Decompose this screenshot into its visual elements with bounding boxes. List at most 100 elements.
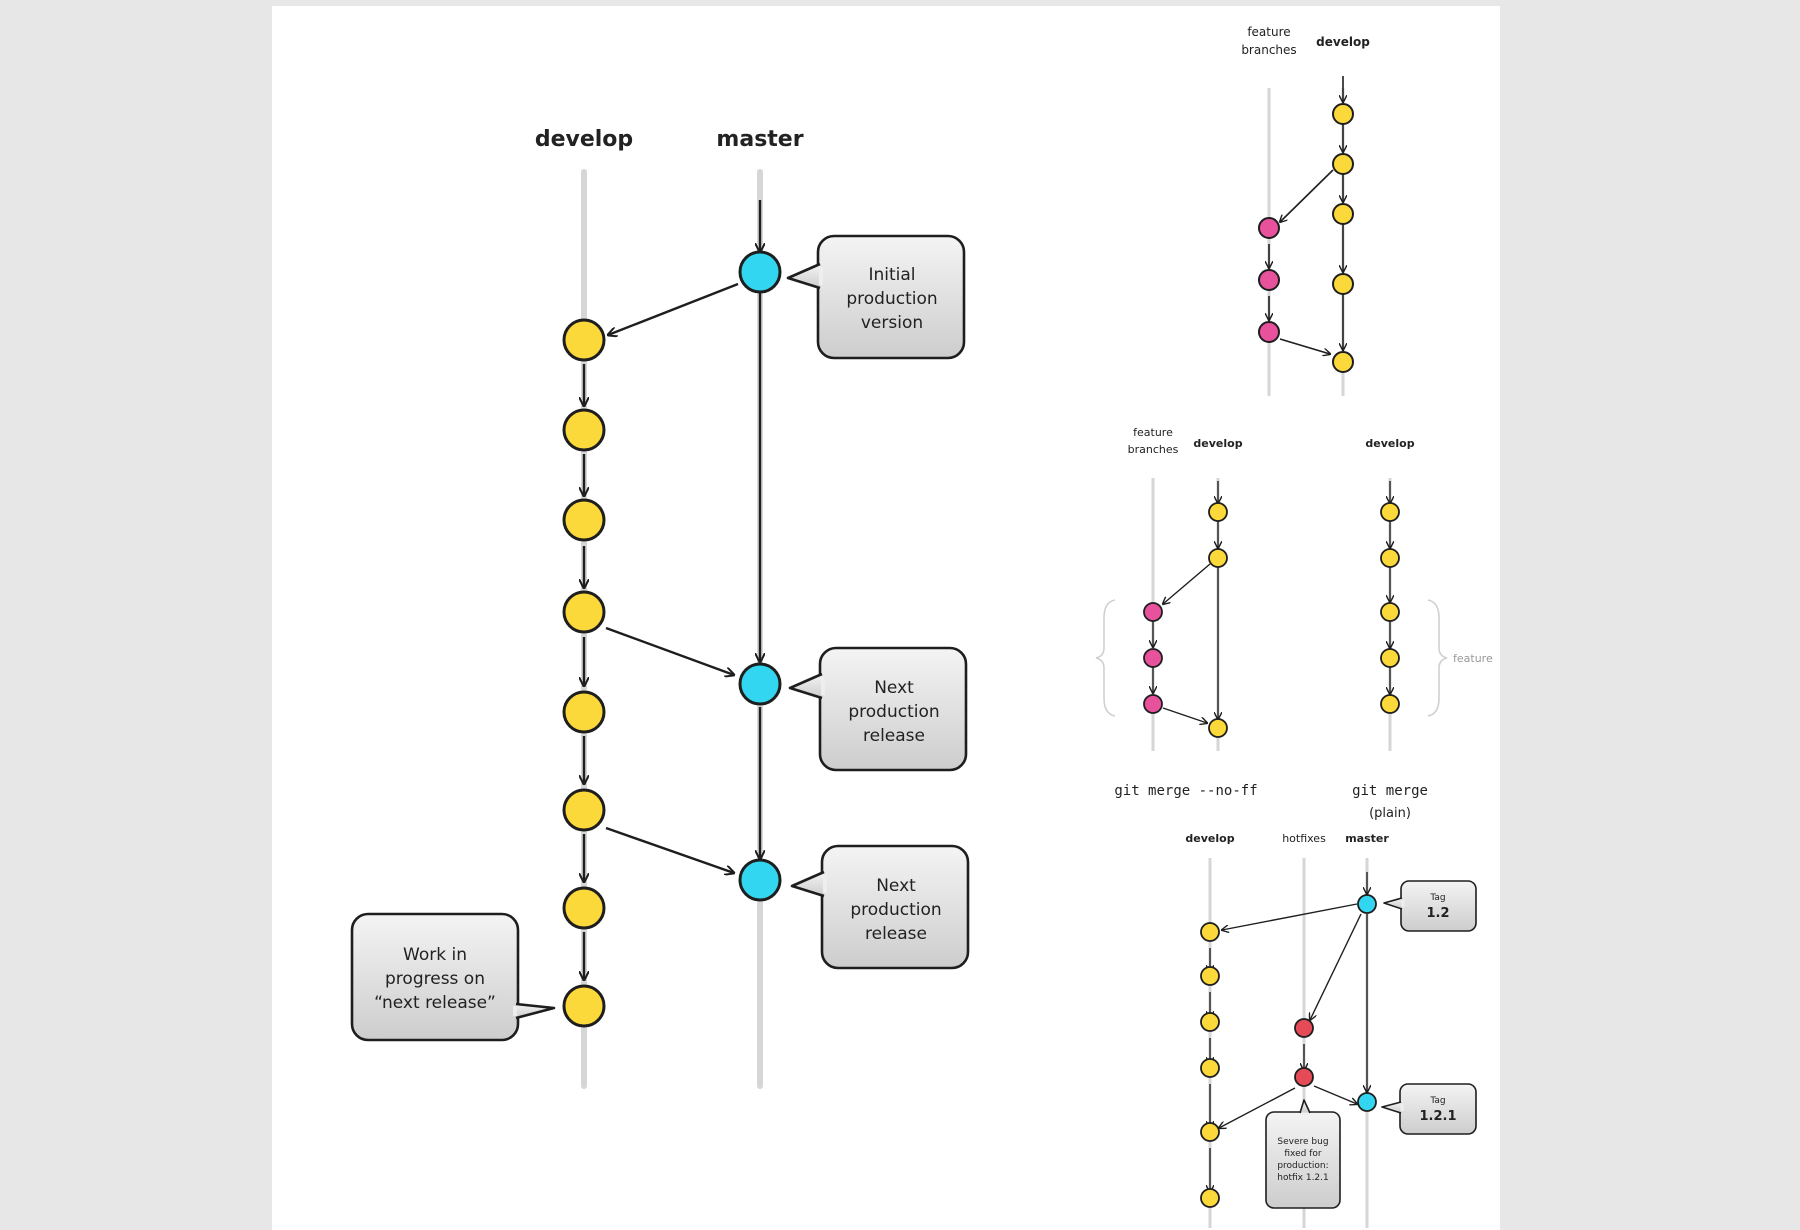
feature-branches-label: feature: [1133, 426, 1173, 439]
callout-line: version: [861, 313, 923, 333]
note-line: fixed for: [1284, 1149, 1322, 1159]
git-flow-diagram: develop master: [350, 25, 1493, 1228]
branch-arrow: [1280, 169, 1334, 222]
develop-commit: [1208, 548, 1228, 568]
develop-commit: [1200, 966, 1220, 986]
diagram-canvas: develop master: [272, 6, 1500, 1230]
develop-commit: [1380, 502, 1400, 522]
tag-version: 1.2.1: [1419, 1109, 1456, 1124]
callout-line: release: [863, 726, 925, 746]
tag-small-label: Tag: [1429, 893, 1445, 903]
callout-next-production-release-1: Next production release: [788, 646, 968, 772]
develop-commit: [1332, 103, 1354, 125]
master-commit: [1357, 894, 1377, 914]
hotfix-commit: [1294, 1018, 1314, 1038]
callout-line: production: [850, 900, 941, 920]
feature-commit: [1143, 694, 1163, 714]
tag-callout-1-2: Tag 1.2: [1383, 880, 1477, 932]
hotfix-note-callout: Severe bug fixed for production: hotfix …: [1265, 1099, 1341, 1209]
master-commit: [738, 250, 782, 294]
note-line: production:: [1277, 1161, 1328, 1171]
master-label: master: [1345, 832, 1389, 845]
develop-commit: [562, 408, 606, 452]
hotfixes-label: hotfixes: [1282, 832, 1326, 845]
tag-small-label: Tag: [1429, 1096, 1445, 1106]
develop-commit: [562, 590, 606, 634]
master-commit: [1357, 1092, 1377, 1112]
develop-commit: [1380, 694, 1400, 714]
callout-line: Initial: [868, 265, 915, 285]
release-arrow: [605, 626, 734, 675]
merge-arrow: [1162, 707, 1207, 723]
feature-brace-label: feature: [1453, 652, 1493, 665]
develop-commit: [1380, 648, 1400, 668]
note-line: Severe bug: [1277, 1137, 1328, 1147]
develop-commit: [562, 984, 606, 1028]
develop-commit: [562, 788, 606, 832]
feature-commit: [1258, 321, 1280, 343]
branch-arrow-master-to-hotfix: [1310, 913, 1362, 1020]
callout-initial-production-version: Initial production version: [786, 234, 966, 360]
develop-label: develop: [1193, 437, 1242, 450]
noff-caption: git merge --no-ff: [1114, 783, 1257, 799]
feature-branches-panel: feature branches develop: [1241, 25, 1370, 396]
callout-line: “next release”: [374, 993, 496, 1013]
develop-label: develop: [1185, 832, 1234, 845]
develop-commit: [1332, 203, 1354, 225]
branch-arrow-master-to-develop: [1222, 903, 1358, 930]
release-arrow: [605, 826, 734, 873]
develop-commit: [1332, 351, 1354, 373]
merge-comparison-panel: feature branches develop git merge --no-…: [1095, 426, 1493, 821]
right-brace: [1427, 599, 1448, 717]
develop-commit: [1332, 273, 1354, 295]
callout-next-production-release-2: Next production release: [790, 844, 970, 970]
merge-arrow: [1279, 338, 1330, 354]
feature-branches-label: branches: [1241, 43, 1296, 57]
callout-line: progress on: [385, 969, 485, 989]
callout-line: Next: [874, 678, 914, 698]
develop-commit: [1380, 548, 1400, 568]
tag-callout-1-2-1: Tag 1.2.1: [1381, 1083, 1477, 1135]
develop-commit: [1208, 718, 1228, 738]
develop-commit: [1200, 1058, 1220, 1078]
develop-commit: [562, 886, 606, 930]
develop-commit: [1208, 502, 1228, 522]
callout-work-in-progress: Work in progress on “next release”: [350, 912, 556, 1042]
feature-commit: [1258, 269, 1280, 291]
feature-branches-label: branches: [1128, 443, 1179, 456]
hotfix-commit: [1294, 1067, 1314, 1087]
develop-commit: [562, 498, 606, 542]
master-commit: [738, 662, 782, 706]
main-diagram: develop master: [350, 127, 970, 1089]
hotfix-merge-to-master: [1313, 1085, 1357, 1104]
callout-line: Work in: [403, 945, 467, 965]
develop-commit: [1200, 1188, 1220, 1208]
master-commit: [738, 858, 782, 902]
note-line: hotfix 1.2.1: [1277, 1173, 1329, 1183]
master-lane-label: master: [716, 127, 803, 152]
develop-label: develop: [1365, 437, 1414, 450]
hotfix-merge-to-develop: [1219, 1087, 1296, 1128]
develop-commit: [1380, 602, 1400, 622]
develop-commit: [1332, 153, 1354, 175]
tag-version: 1.2: [1426, 906, 1449, 921]
feature-commit: [1258, 217, 1280, 239]
hotfix-panel: develop hotfixes master Tag 1.2: [1185, 832, 1477, 1228]
branch-arrow: [1163, 563, 1211, 604]
develop-commit: [562, 318, 606, 362]
callout-line: production: [848, 702, 939, 722]
feature-commit: [1143, 602, 1163, 622]
feature-branches-label: feature: [1247, 25, 1290, 39]
develop-commit: [1200, 922, 1220, 942]
left-brace: [1095, 599, 1116, 717]
develop-commit: [562, 690, 606, 734]
develop-commit: [1200, 1012, 1220, 1032]
develop-lane-label: develop: [535, 127, 633, 152]
feature-commit: [1143, 648, 1163, 668]
callout-line: production: [846, 289, 937, 309]
callout-line: Next: [876, 876, 916, 896]
plain-caption: git merge: [1352, 783, 1428, 799]
callout-line: release: [865, 924, 927, 944]
develop-commit: [1200, 1122, 1220, 1142]
branch-arrow-master-to-develop: [608, 282, 739, 335]
